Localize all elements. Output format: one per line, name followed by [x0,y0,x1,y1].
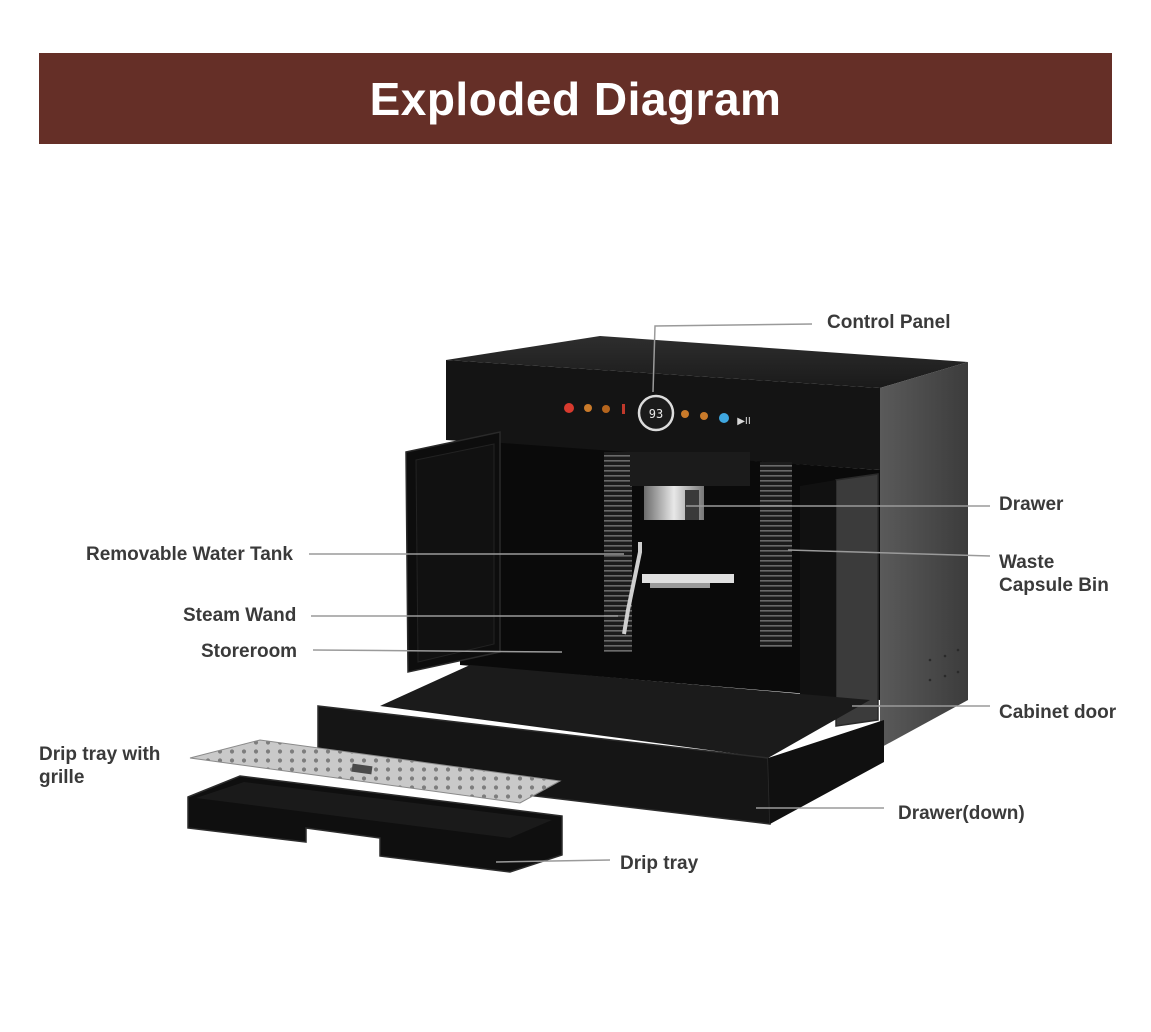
control-panel-leader [652,323,813,393]
drawer-down-inner [380,665,870,758]
label-cabinet-door: Cabinet door [999,702,1117,723]
steam-wand [622,542,642,635]
label-steam-wand: Steam Wand [183,605,297,626]
drip-tray-leader [495,859,611,863]
waste-bin-leader [787,549,991,557]
cabinet-door-right [835,473,879,727]
leader-lines [309,323,991,863]
display-ring [637,394,675,432]
title-banner: Exploded Diagram [39,53,1112,144]
label-drip-tray-grille-line1: Drip tray with [39,744,161,765]
label-drawer: Drawer [999,494,1064,515]
machine-side-panel [880,362,968,748]
cup-rest [642,574,734,583]
right-slat-wall [760,462,792,647]
side-vent-dots [928,648,960,682]
machine-top [446,336,968,388]
label-drip-tray: Drip tray [620,853,699,874]
label-removable-water-tank: Removable Water Tank [86,544,293,565]
control-panel-buttons [564,403,729,423]
storeroom-leader [312,649,563,653]
label-waste-capsule-bin-line2: Capsule Bin [999,575,1109,596]
power-button-icon [564,403,574,413]
label-control-panel: Control Panel [827,312,951,333]
page-title: Exploded Diagram [369,72,782,125]
label-storeroom: Storeroom [201,641,298,662]
play-pause-icon: ▶II [737,416,751,427]
descale-icon [719,413,729,423]
drip-grille [189,739,562,804]
label-waste-capsule-bin-line1: Waste [999,552,1055,573]
brew-head [630,452,750,486]
display-readout: 93 [649,407,663,421]
label-drawer-down: Drawer(down) [898,803,1025,824]
label-drip-tray-grille-line2: grille [39,767,85,788]
